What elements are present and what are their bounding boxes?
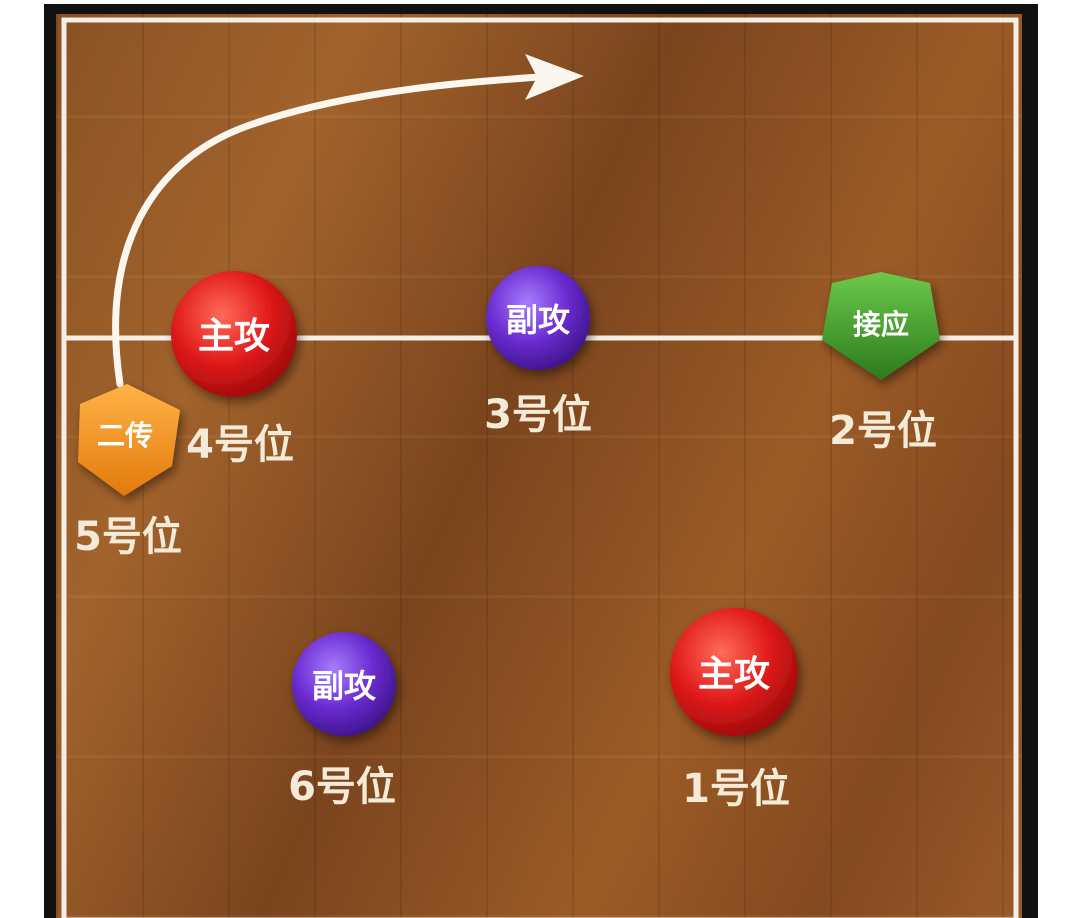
player-2-position: 2号位 [829, 408, 937, 454]
player-5-position: 5号位 [74, 514, 182, 560]
purple-circle-marker [486, 266, 590, 370]
player-1-outside-hitter [670, 608, 798, 736]
arrow-head-icon [525, 54, 584, 100]
player-4-outside-hitter [171, 271, 297, 397]
player-5-setter [78, 384, 180, 496]
red-circle-marker [171, 271, 297, 397]
player-3-role: 副攻 [506, 301, 571, 339]
player-5-role: 二传 [97, 419, 153, 452]
player-6-position: 6号位 [288, 764, 396, 810]
court-boundary [61, 17, 1019, 918]
player-6-middle-blocker [292, 632, 396, 736]
red-circle-marker [670, 608, 798, 736]
player-1-role: 主攻 [698, 654, 770, 695]
player-3-position: 3号位 [484, 392, 592, 438]
player-2-role: 接应 [853, 308, 909, 341]
player-4-position: 4号位 [186, 422, 294, 468]
green-pentagon-marker [822, 272, 940, 380]
player-1-position: 1号位 [682, 766, 790, 812]
setter-movement-arrow [112, 73, 544, 388]
player-6-role: 副攻 [312, 667, 377, 705]
purple-circle-marker [292, 632, 396, 736]
player-3-middle-blocker [486, 266, 590, 370]
orange-pentagon-marker [78, 384, 180, 496]
player-4-role: 主攻 [198, 316, 270, 357]
volleyball-court [56, 14, 1022, 918]
player-2-opposite [822, 272, 940, 380]
